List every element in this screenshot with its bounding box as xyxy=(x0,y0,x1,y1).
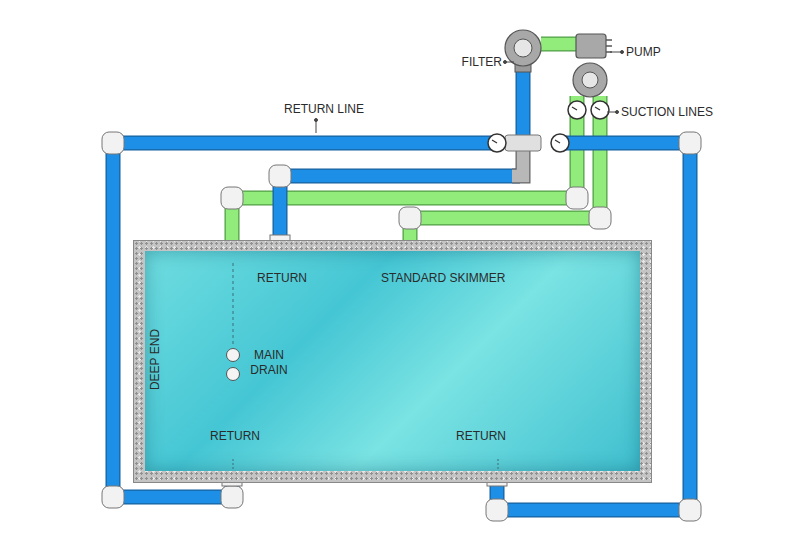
main-drain-grate xyxy=(227,368,240,381)
valve-gauge xyxy=(488,134,506,152)
pool-part-label: MAIN DRAIN xyxy=(247,348,291,378)
component-label: RETURN LINE xyxy=(284,102,364,116)
pool-part-label: RETURN xyxy=(456,429,506,444)
pipe xyxy=(517,72,530,135)
return-inlet xyxy=(233,459,234,471)
component-label: FILTER xyxy=(462,55,502,69)
gauge-needle xyxy=(555,140,560,143)
pipe-elbow xyxy=(589,207,611,229)
pipe-elbow xyxy=(221,187,243,209)
leader-lines xyxy=(315,51,624,134)
depth-label: DEEP END xyxy=(149,328,164,389)
pipe xyxy=(541,38,576,51)
main-drain-grate xyxy=(227,349,240,362)
drain-line xyxy=(233,263,234,346)
pipe-elbow xyxy=(221,486,243,508)
pool-basin: RETURN STANDARD SKIMMER MAIN DRAIN DEEP END… xyxy=(133,240,652,483)
pipe-outline xyxy=(516,72,531,135)
pipe-elbow xyxy=(566,187,588,209)
pool-part-label: STANDARD SKIMMER xyxy=(381,271,505,286)
pipe-elbow xyxy=(486,499,508,521)
valve-gauge xyxy=(591,101,609,119)
gauge-needle xyxy=(492,140,497,143)
pump-symbol xyxy=(573,34,612,97)
pipe-outline xyxy=(541,37,576,52)
pipes xyxy=(102,44,701,521)
valve-gauge xyxy=(568,101,586,119)
return-inlet xyxy=(498,459,499,471)
tee-fitting xyxy=(505,135,541,151)
pipe-elbow xyxy=(399,207,421,229)
pipe-elbow xyxy=(269,165,291,187)
valve-gauges xyxy=(488,101,609,152)
pipe-outline xyxy=(280,176,520,241)
gauge-needle xyxy=(572,107,577,110)
pipe-elbow xyxy=(679,132,701,154)
pipe-elbow xyxy=(102,486,124,508)
component-label: SUCTION LINES xyxy=(621,105,713,119)
filter-symbol xyxy=(505,30,541,72)
valve-gauge xyxy=(551,134,569,152)
gauge-needle xyxy=(595,107,600,110)
pipe-elbow xyxy=(679,499,701,521)
pipe xyxy=(280,176,520,241)
component-label: PUMP xyxy=(626,45,661,59)
pool-part-label: RETURN xyxy=(210,429,260,444)
pool-part-label: RETURN xyxy=(257,271,307,286)
pipe-elbow xyxy=(102,132,124,154)
